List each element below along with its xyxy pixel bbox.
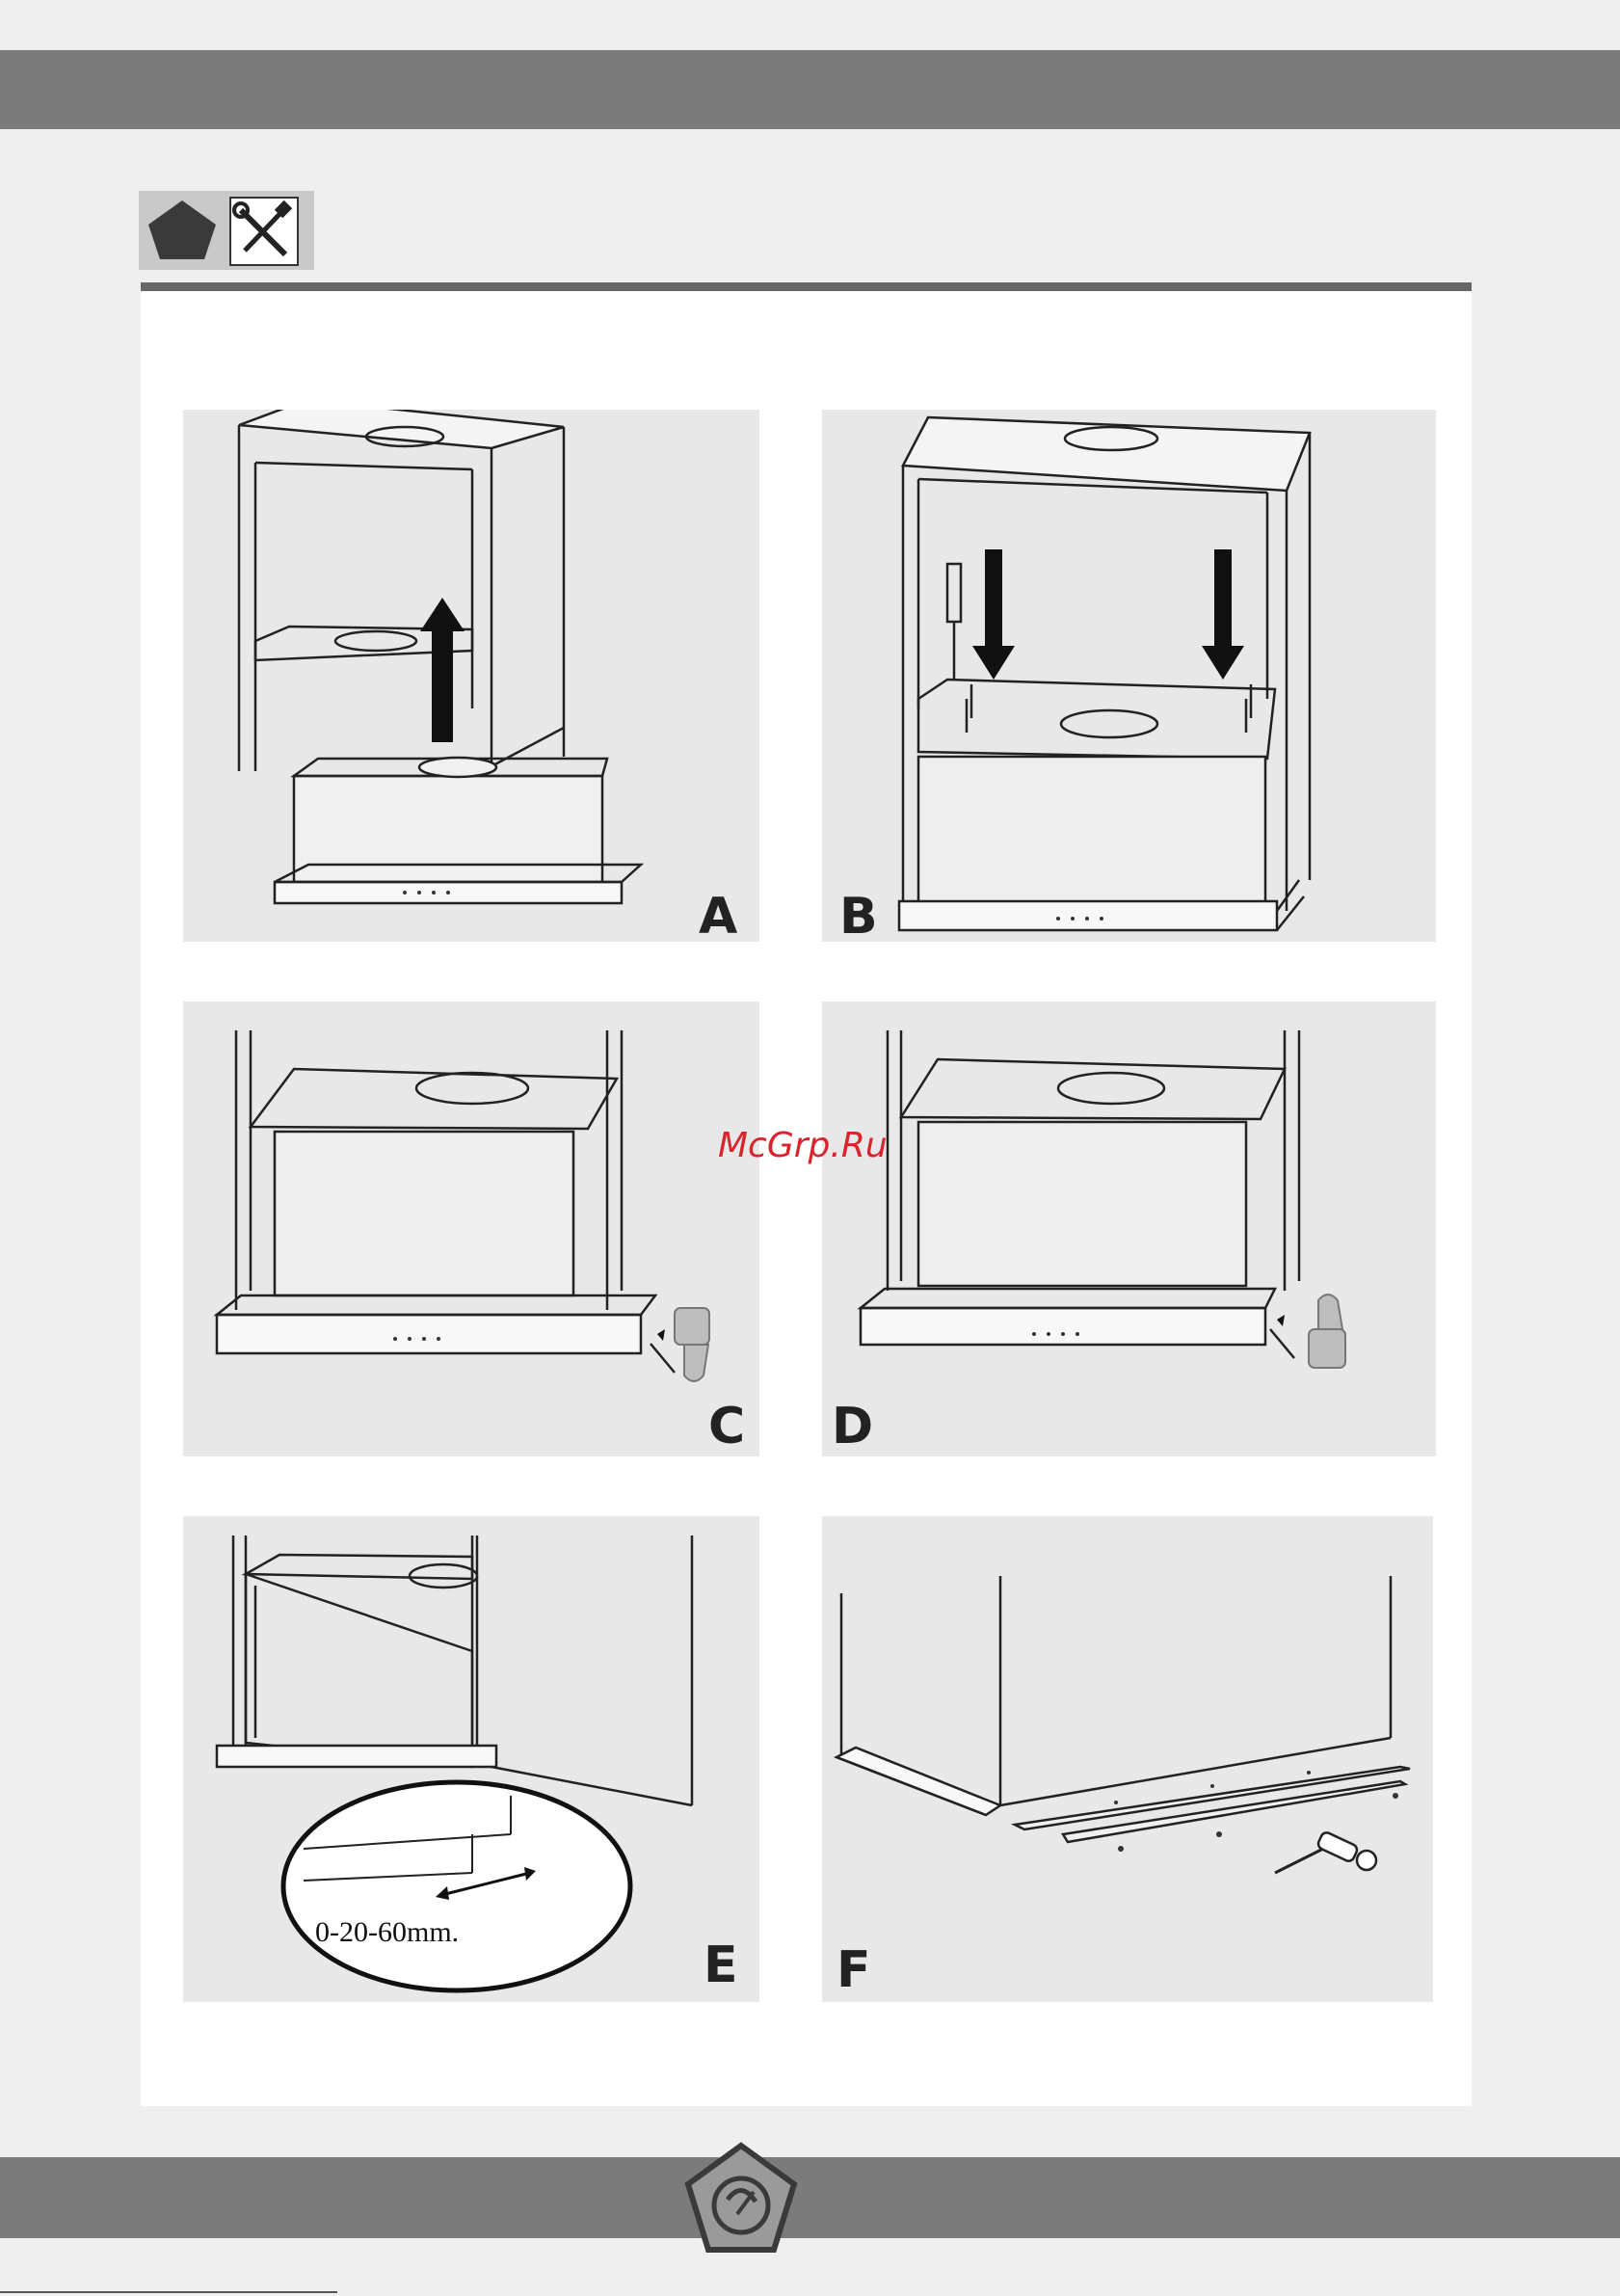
brand-logo-icon (684, 2142, 798, 2254)
panel-b-label: B (839, 892, 878, 942)
panel-c-label: C (708, 1402, 745, 1452)
screwdriver-icon (1275, 1830, 1376, 1873)
header-band (0, 50, 1620, 129)
pentagon-icon (145, 198, 220, 263)
panel-d: D (822, 1001, 1436, 1456)
panel-f: F (822, 1516, 1433, 2002)
panel-a-label: A (699, 892, 737, 942)
thumbs-up-icon (1309, 1295, 1345, 1368)
panel-a-illustration (183, 410, 759, 942)
panel-b: B (822, 410, 1436, 942)
footer-rule (0, 2291, 337, 2293)
detail-magnifier (283, 1782, 630, 1990)
section-rule (141, 282, 1472, 291)
tools-icon (229, 197, 299, 266)
panel-e: 0-20-60mm. E (183, 1516, 759, 2002)
footer-band (0, 2157, 1620, 2238)
thumbs-down-icon (675, 1308, 709, 1381)
panel-f-label: F (837, 1945, 871, 1995)
panel-c-illustration (183, 1001, 759, 1456)
panel-e-illustration (183, 1516, 759, 2002)
panel-d-illustration (822, 1001, 1436, 1456)
watermark: McGrp.Ru (718, 1126, 888, 1165)
dimension-label: 0-20-60mm. (315, 1916, 459, 1949)
panel-c: C (183, 1001, 759, 1456)
panel-e-label: E (704, 1940, 738, 1990)
panel-a: A (183, 410, 759, 942)
panel-d-label: D (832, 1402, 873, 1452)
panel-f-illustration (822, 1516, 1433, 2002)
panel-b-illustration (822, 410, 1436, 942)
